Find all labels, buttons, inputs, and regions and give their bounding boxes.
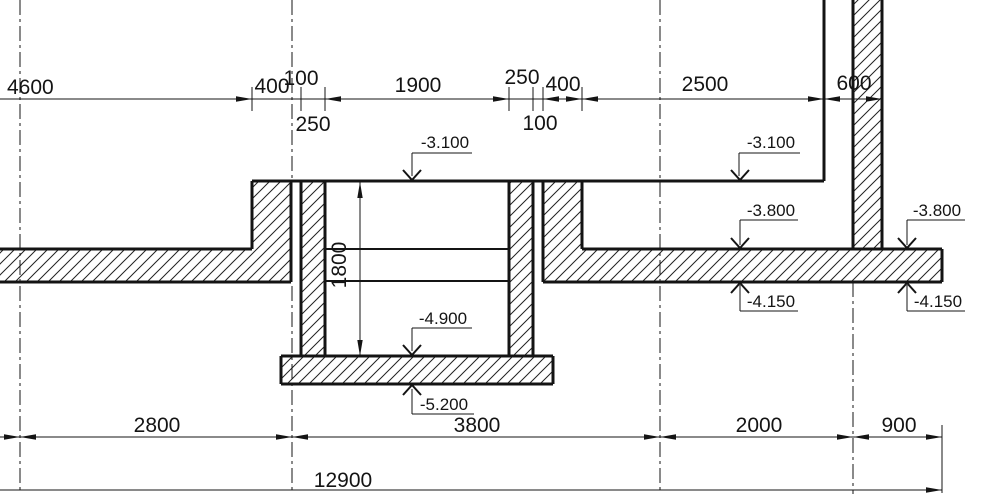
dim-label-1800: 1800 [328,242,351,289]
dim-label-400-left: 400 [254,75,289,98]
arrow-b1-right [4,434,20,440]
dim-label-2000: 2000 [736,414,783,437]
concrete-sections [0,0,942,384]
pit-wall-left-section [301,181,325,356]
arrow-4600-right [236,96,252,102]
pit-wall-right-section [509,181,533,356]
elev-label-4150-far-right: -4.150 [914,292,962,311]
arrow-1900-left [325,96,341,102]
arrow-elev-pit-top-center [402,169,422,182]
outer-wall-section [853,0,882,249]
outer-wall-faces [851,0,884,249]
leader-slab-bottom-far-right [906,285,965,312]
arrow-2500-left [582,96,598,102]
pit-base-slab-section [281,356,553,384]
arrow-600-right [866,96,882,102]
arrow-elev-pit-base-bottom [402,383,422,396]
dim-label-400-right: 400 [545,73,580,96]
leader-floor-top-right [738,152,800,176]
arrow-b2-left [292,434,308,440]
dim-label-3800: 3800 [454,414,501,437]
leader-pit-base-bottom [411,389,474,415]
elevation-labels: -3.100 -3.100 -3.800 -4.150 -3.800 -4.15… [419,133,962,414]
right-pier-wall-edges [507,181,584,356]
dim-label-12900: 12900 [314,469,372,492]
elev-label-3800-mid: -3.800 [747,201,795,220]
arrow-400r-left [543,96,559,102]
arrow-elev-slab-bottom-mid [730,281,750,294]
arrow-elev-slab-bottom-far-right [897,281,917,294]
elev-label-3100-right: -3.100 [747,133,795,152]
floor-slab-right-section [543,249,942,282]
leader-slab-top-mid [739,219,798,245]
left-pier-wall-edges [250,181,327,356]
dim-label-250-right: 250 [504,66,539,89]
arrow-1800-up [357,182,363,198]
arrow-b3-right [644,434,660,440]
leader-slab-top-far-right [906,219,965,245]
pit-base-outline [279,354,555,386]
dim-label-2500: 2500 [682,73,729,96]
arrow-elev-floor-top-right [730,169,750,182]
elev-label-3100-center: -3.100 [421,133,469,152]
dim-label-250-left: 250 [295,113,330,136]
arrow-2500-right [808,96,824,102]
arrow-900-right [926,434,942,440]
arrow-400r-right [566,96,582,102]
dim-label-600: 600 [836,72,871,95]
section-outlines [0,0,944,386]
elev-label-5200: -5.200 [420,395,468,414]
dim-label-100-right: 100 [522,112,557,135]
arrow-b4-right [837,434,853,440]
arrow-b4-left [853,434,869,440]
dim-label-900: 900 [881,414,916,437]
dimension-labels: 4600 400 100 250 1900 250 100 400 2500 6… [7,66,917,492]
axis-centerlines [19,0,854,494]
leader-slab-bottom-mid [739,285,798,312]
leader-pit-floor [411,327,472,351]
arrow-600-left [824,96,840,102]
arrow-elev-slab-top-far-right [897,237,917,250]
dimension-lines [0,87,965,493]
dim-label-4600: 4600 [7,76,54,99]
pier-left-section [252,181,291,249]
dim-label-1900: 1900 [395,74,442,97]
arrow-elev-slab-top-mid [730,237,750,250]
arrow-elev-pit-floor [402,344,422,357]
arrow-12900-right [926,487,942,493]
dimension-arrows [4,96,942,493]
elev-label-4150-mid: -4.150 [747,292,795,311]
arrow-1800-down [357,340,363,356]
pier-right-section [543,181,582,249]
arrow-b1-left [20,434,36,440]
dim-label-2800: 2800 [134,414,181,437]
floor-slab-left-section [0,249,291,282]
dim-label-100-left: 100 [283,67,318,90]
arrow-b3-left [660,434,676,440]
elev-label-4900: -4.900 [419,309,467,328]
elevation-arrows [402,169,917,396]
far-edge-lines [325,248,509,282]
leader-pit-top-center [411,152,472,176]
arrow-b2-right [276,434,292,440]
arrow-1900-right [493,96,509,102]
elev-label-3800-far-right: -3.800 [913,201,961,220]
